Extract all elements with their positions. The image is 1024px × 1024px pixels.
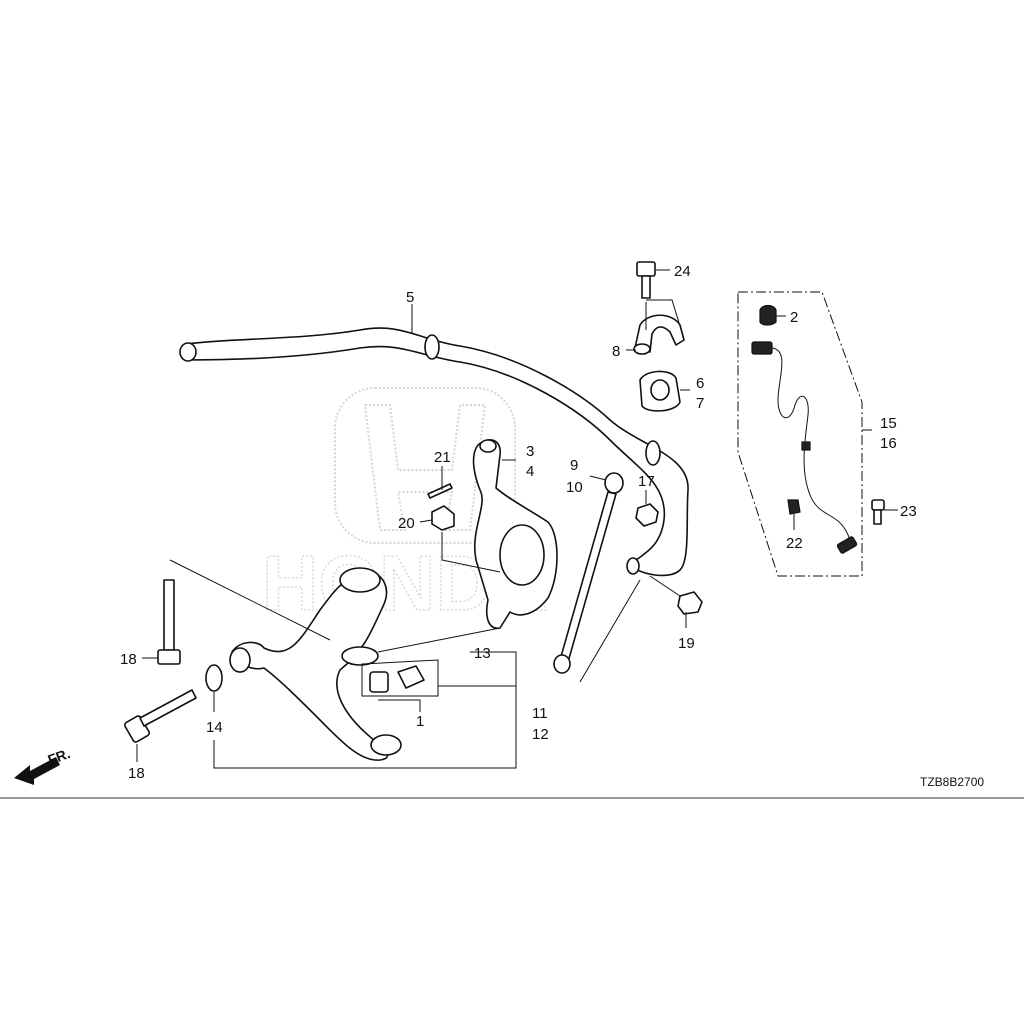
callout-2: 2 [790,309,798,326]
sensor-harness[interactable] [751,341,858,554]
nut-20[interactable] [431,505,455,531]
bracket-8[interactable] [633,314,685,355]
callout-14: 14 [206,719,223,736]
lower-control-arm[interactable] [229,567,402,761]
callout-labels: 1 2 3 4 5 6 7 8 9 10 11 12 13 14 15 16 1… [120,263,917,782]
direction-label: FR. [46,745,73,768]
callout-12: 12 [532,726,549,743]
callout-21: 21 [434,449,451,466]
bushing-6-7[interactable] [639,370,681,412]
diagram-code: TZB8B2700 [920,775,984,789]
steering-knuckle[interactable] [472,439,558,629]
bolt-18-upper[interactable] [157,579,181,665]
leader-lines [136,269,898,769]
dust-boot-13[interactable] [341,646,379,666]
bolt-23[interactable] [871,499,885,525]
clip-22[interactable] [787,499,801,515]
stabilizer-link[interactable] [553,472,624,674]
nut-19[interactable] [677,591,703,615]
callout-4: 4 [526,463,534,480]
washer-14[interactable] [205,664,223,692]
callout-18b: 18 [128,765,145,782]
callout-20: 20 [398,515,415,532]
callout-6: 6 [696,375,704,392]
callout-16: 16 [880,435,897,452]
bolt-24[interactable] [636,261,656,299]
callout-9: 9 [570,457,578,474]
sensor-group-outline [737,291,863,577]
callout-3: 3 [526,443,534,460]
callout-23: 23 [900,503,917,520]
callout-1: 1 [416,713,424,730]
bolt-18-lower[interactable] [124,689,197,743]
callout-22: 22 [786,535,803,552]
callout-17: 17 [638,473,655,490]
front-direction-arrow: FR. [14,745,72,785]
grommet-2[interactable] [759,304,777,326]
callout-15: 15 [880,415,897,432]
cotter-pin-21[interactable] [427,483,453,499]
ball-joint-kit[interactable] [361,659,439,697]
callout-11: 11 [532,705,548,722]
callout-10: 10 [566,479,583,496]
callout-18a: 18 [120,651,137,668]
callout-13: 13 [474,645,491,662]
callout-7: 7 [696,395,704,412]
callout-24: 24 [674,263,691,280]
stabilizer-bar[interactable] [179,327,689,577]
nut-17[interactable] [635,503,659,527]
callout-19: 19 [678,635,695,652]
callout-5: 5 [406,289,414,306]
callout-8: 8 [612,343,620,360]
